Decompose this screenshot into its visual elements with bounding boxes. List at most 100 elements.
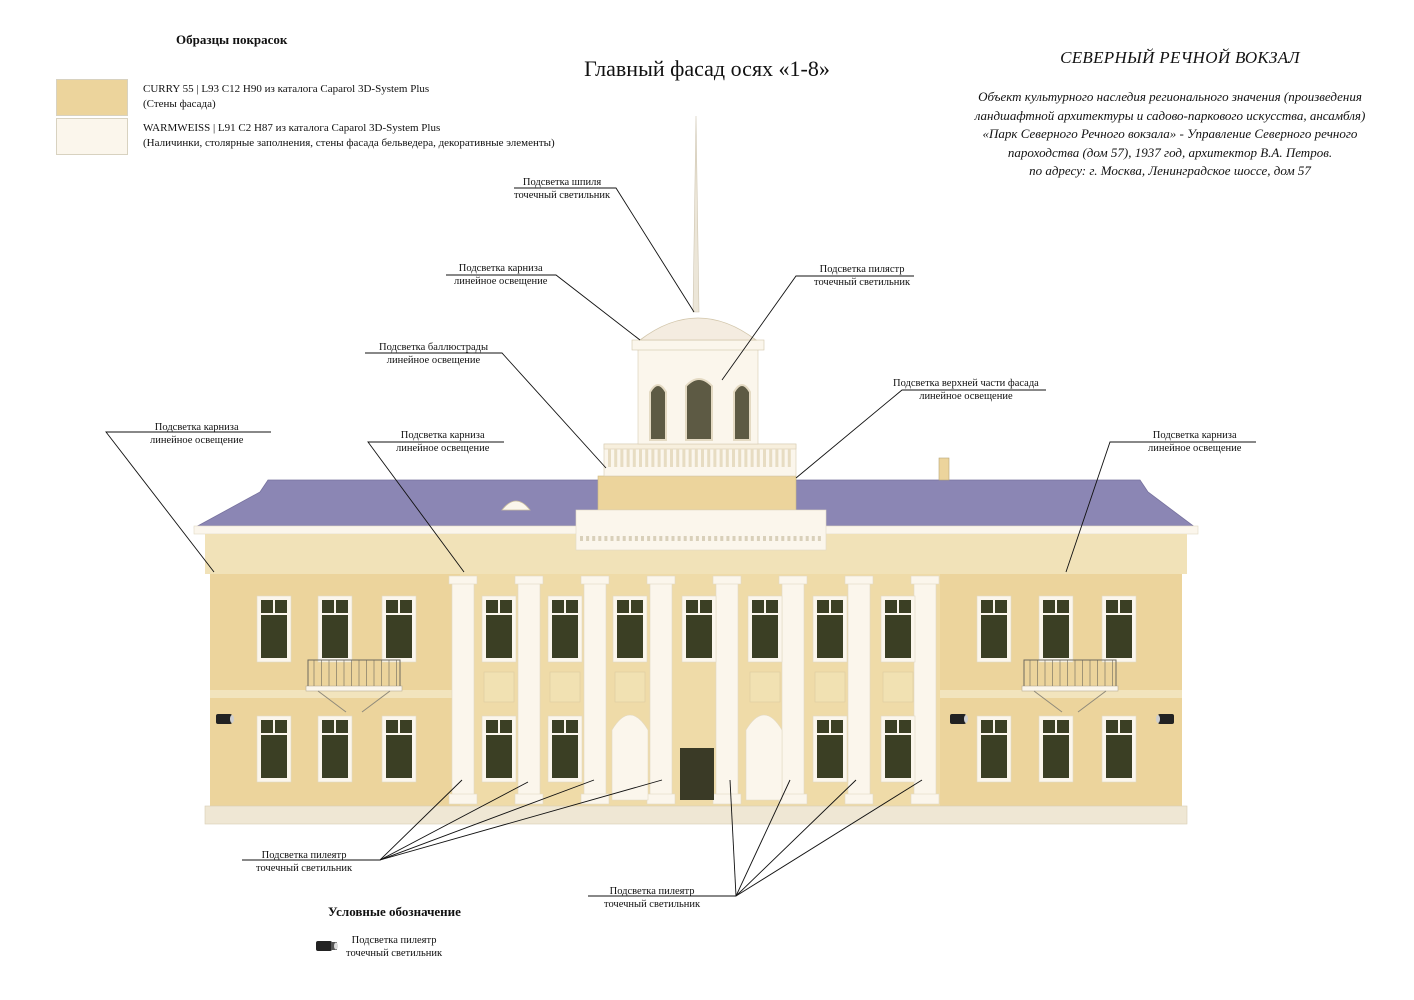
callout-upper-facade-line2: линейное освещение [919, 391, 1013, 402]
leader-balustrade [365, 352, 607, 469]
balustrade-baluster [769, 449, 773, 467]
leader-pilasters-belvedere [721, 275, 914, 381]
pilaster-capital [514, 575, 544, 585]
dormer-window [501, 500, 531, 511]
pilaster-capital [844, 575, 874, 585]
swatch-curry [56, 79, 128, 116]
callout-cornice-center-line1: Подсветка карниза [400, 430, 485, 441]
swatch-warmweiss-line2: (Наличинки, столярные заполнения, стены … [143, 137, 555, 149]
entrance-arch [745, 714, 783, 801]
callout-pilasters-left: Подсветка пилеятр точечный светильник [256, 849, 352, 875]
balustrade-baluster [763, 449, 766, 467]
pilaster-base [646, 793, 676, 805]
callout-upper-facade: Подсветка верхней части фасада линейное … [893, 377, 1039, 403]
dentil [775, 536, 779, 541]
dentil [726, 536, 730, 541]
dentil [787, 536, 791, 541]
balustrade-baluster [639, 449, 642, 467]
spotlight-fixture [950, 714, 966, 724]
balustrade-baluster [781, 449, 785, 467]
callout-cornice-right: Подсветка карниза линейное освещение [1148, 429, 1241, 455]
dentil [750, 536, 754, 541]
dentil [647, 536, 651, 541]
description-line: Объект культурного наследия региональног… [978, 89, 1362, 104]
wall-panel [882, 671, 914, 703]
belvedere-window [733, 384, 751, 441]
organization-name: СЕВЕРНЫЙ РЕЧНОЙ ВОКЗАЛ [1060, 48, 1300, 67]
wall-panel [814, 671, 846, 703]
callout-cornice-belvedere-line1: Подсветка карниза [458, 263, 543, 274]
entrance-door [680, 748, 714, 800]
callout-pilasters-center: Подсветка пилеятр точечный светильник [604, 885, 700, 911]
wall-panel [483, 671, 515, 703]
balustrade-baluster [682, 449, 686, 467]
dentil [580, 536, 583, 541]
dentil [641, 536, 644, 541]
pilaster [583, 579, 607, 797]
callout-cornice-right-line1: Подсветка карниза [1152, 430, 1237, 441]
leader-pilasters-center [729, 779, 737, 897]
balustrade-baluster [632, 449, 636, 467]
balustrade-baluster [750, 449, 754, 467]
balcony-slab [305, 685, 403, 692]
balustrade-baluster [719, 449, 723, 467]
belvedere-dome [638, 317, 758, 341]
dentil [702, 536, 705, 541]
spotlight-lens [964, 715, 968, 723]
leader-pilasters-center [735, 779, 923, 897]
balustrade-baluster [645, 449, 649, 467]
balustrade-baluster [676, 449, 680, 467]
dentil [738, 536, 742, 541]
balustrade-baluster [626, 449, 630, 467]
callout-pilasters-belvedere-line1: Подсветка пилястр [819, 264, 905, 275]
dentil [781, 536, 785, 541]
organization-description: Объект культурного наследия региональног… [940, 88, 1400, 181]
balustrade-baluster [713, 449, 717, 467]
pilaster-capital [580, 575, 610, 585]
balustrade-baluster [701, 449, 704, 467]
callout-cornice-left-line1: Подсветка карниза [154, 422, 239, 433]
swatch-curry-line2: (Стены фасада) [143, 98, 216, 110]
balustrade-baluster [694, 449, 698, 467]
spotlight-lens [230, 715, 234, 723]
page-title: Главный фасад осях «1-8» [584, 56, 830, 81]
balcony-bracket [1077, 690, 1107, 713]
pilaster-base [514, 793, 544, 805]
callout-pilasters-left-line2: точечный светильник [256, 863, 353, 874]
dentil [592, 536, 596, 541]
balustrade-baluster [657, 449, 661, 467]
leader-cornice-right [1065, 441, 1256, 573]
dentil [714, 536, 718, 541]
callout-pilasters-belvedere-line2: точечный светильник [814, 277, 911, 288]
pilaster [847, 579, 871, 797]
dentil [744, 536, 748, 541]
description-line: ландшафтной архитектуры и садово-парково… [974, 107, 1366, 123]
balustrade-baluster [756, 449, 760, 467]
pilaster-capital [778, 575, 808, 585]
chimney [938, 457, 950, 481]
dentil [799, 536, 803, 541]
balustrade-baluster [775, 449, 779, 467]
pilaster [715, 579, 739, 797]
callout-cornice-belvedere: Подсветка карниза линейное освещение [454, 262, 547, 288]
balcony-slab [1021, 685, 1119, 692]
leader-spire [514, 187, 695, 313]
leader-pilasters-left [379, 781, 529, 861]
callout-cornice-center: Подсветка карниза линейное освещение [396, 429, 489, 455]
spotlight-fixture [1158, 714, 1174, 724]
balcony-bracket [361, 690, 391, 713]
callout-balustrade-line1: Подсветка баллюстрады [379, 342, 489, 353]
callout-pilasters-center-line2: точечный светильник [604, 899, 701, 910]
dentil [683, 536, 687, 541]
dentil [610, 536, 614, 541]
dentil [604, 536, 608, 541]
dentil [689, 536, 693, 541]
dentil [763, 536, 766, 541]
description-line: пароходства (дом 57), 1937 год, архитект… [1007, 144, 1333, 160]
pilaster [517, 579, 541, 797]
callout-pilasters-belvedere: Подсветка пилястр точечный светильник [814, 263, 910, 289]
leader-pilasters-center [735, 779, 791, 897]
balcony-railing [307, 659, 401, 686]
dentil [811, 536, 815, 541]
balcony-bracket [317, 690, 347, 713]
